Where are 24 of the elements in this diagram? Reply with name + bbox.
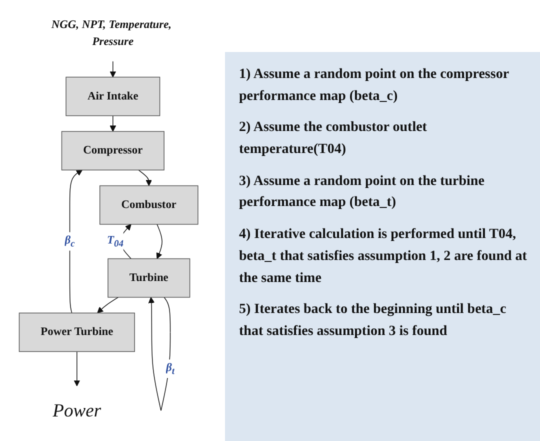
node-box bbox=[66, 76, 160, 116]
node-text: Power bbox=[52, 400, 102, 421]
node-box bbox=[61, 131, 164, 170]
step-note: 1) Assume a random point on the compressor performance map (beta_c) bbox=[239, 66, 510, 106]
arrow bbox=[74, 351, 80, 386]
arrow bbox=[69, 170, 83, 314]
arrow bbox=[138, 170, 152, 186]
node-box bbox=[108, 258, 190, 298]
step-note: 2) Assume the combustor outlet temperature(T04) bbox=[239, 119, 428, 160]
arrow bbox=[156, 224, 162, 259]
arrow bbox=[110, 61, 116, 78]
step-note: 4) Iterative calculation is performed until T04, beta_t that satisfies assumption 1, 2 are found at the same time bbox=[239, 226, 528, 288]
flowchart: NGG, NPT, Temperature, Pressure Air Intake Compressor Combustor β$_{c}$ T$_{04}$ Turbine Power Turbine β$_{t}$ Power bbox=[0, 0, 225, 441]
node-text: NGG, NPT, Temperature, Pressure bbox=[51, 18, 172, 48]
step-note: 3) Assume a random point on the turbine performance map (beta_t) bbox=[239, 172, 486, 212]
node-box bbox=[18, 312, 135, 352]
arrow bbox=[148, 296, 171, 411]
edge-label: β$_{t}$ bbox=[166, 362, 175, 376]
arrow bbox=[110, 115, 116, 132]
edge-label: β$_{c}$ bbox=[64, 234, 75, 249]
step-note: 5) Iterates back to the beginning until beta_c that satisfies assumption 3 is found bbox=[239, 301, 508, 341]
arrow bbox=[97, 296, 119, 314]
edge-label: T$_{04}$ bbox=[106, 234, 124, 249]
node-box bbox=[99, 185, 198, 225]
